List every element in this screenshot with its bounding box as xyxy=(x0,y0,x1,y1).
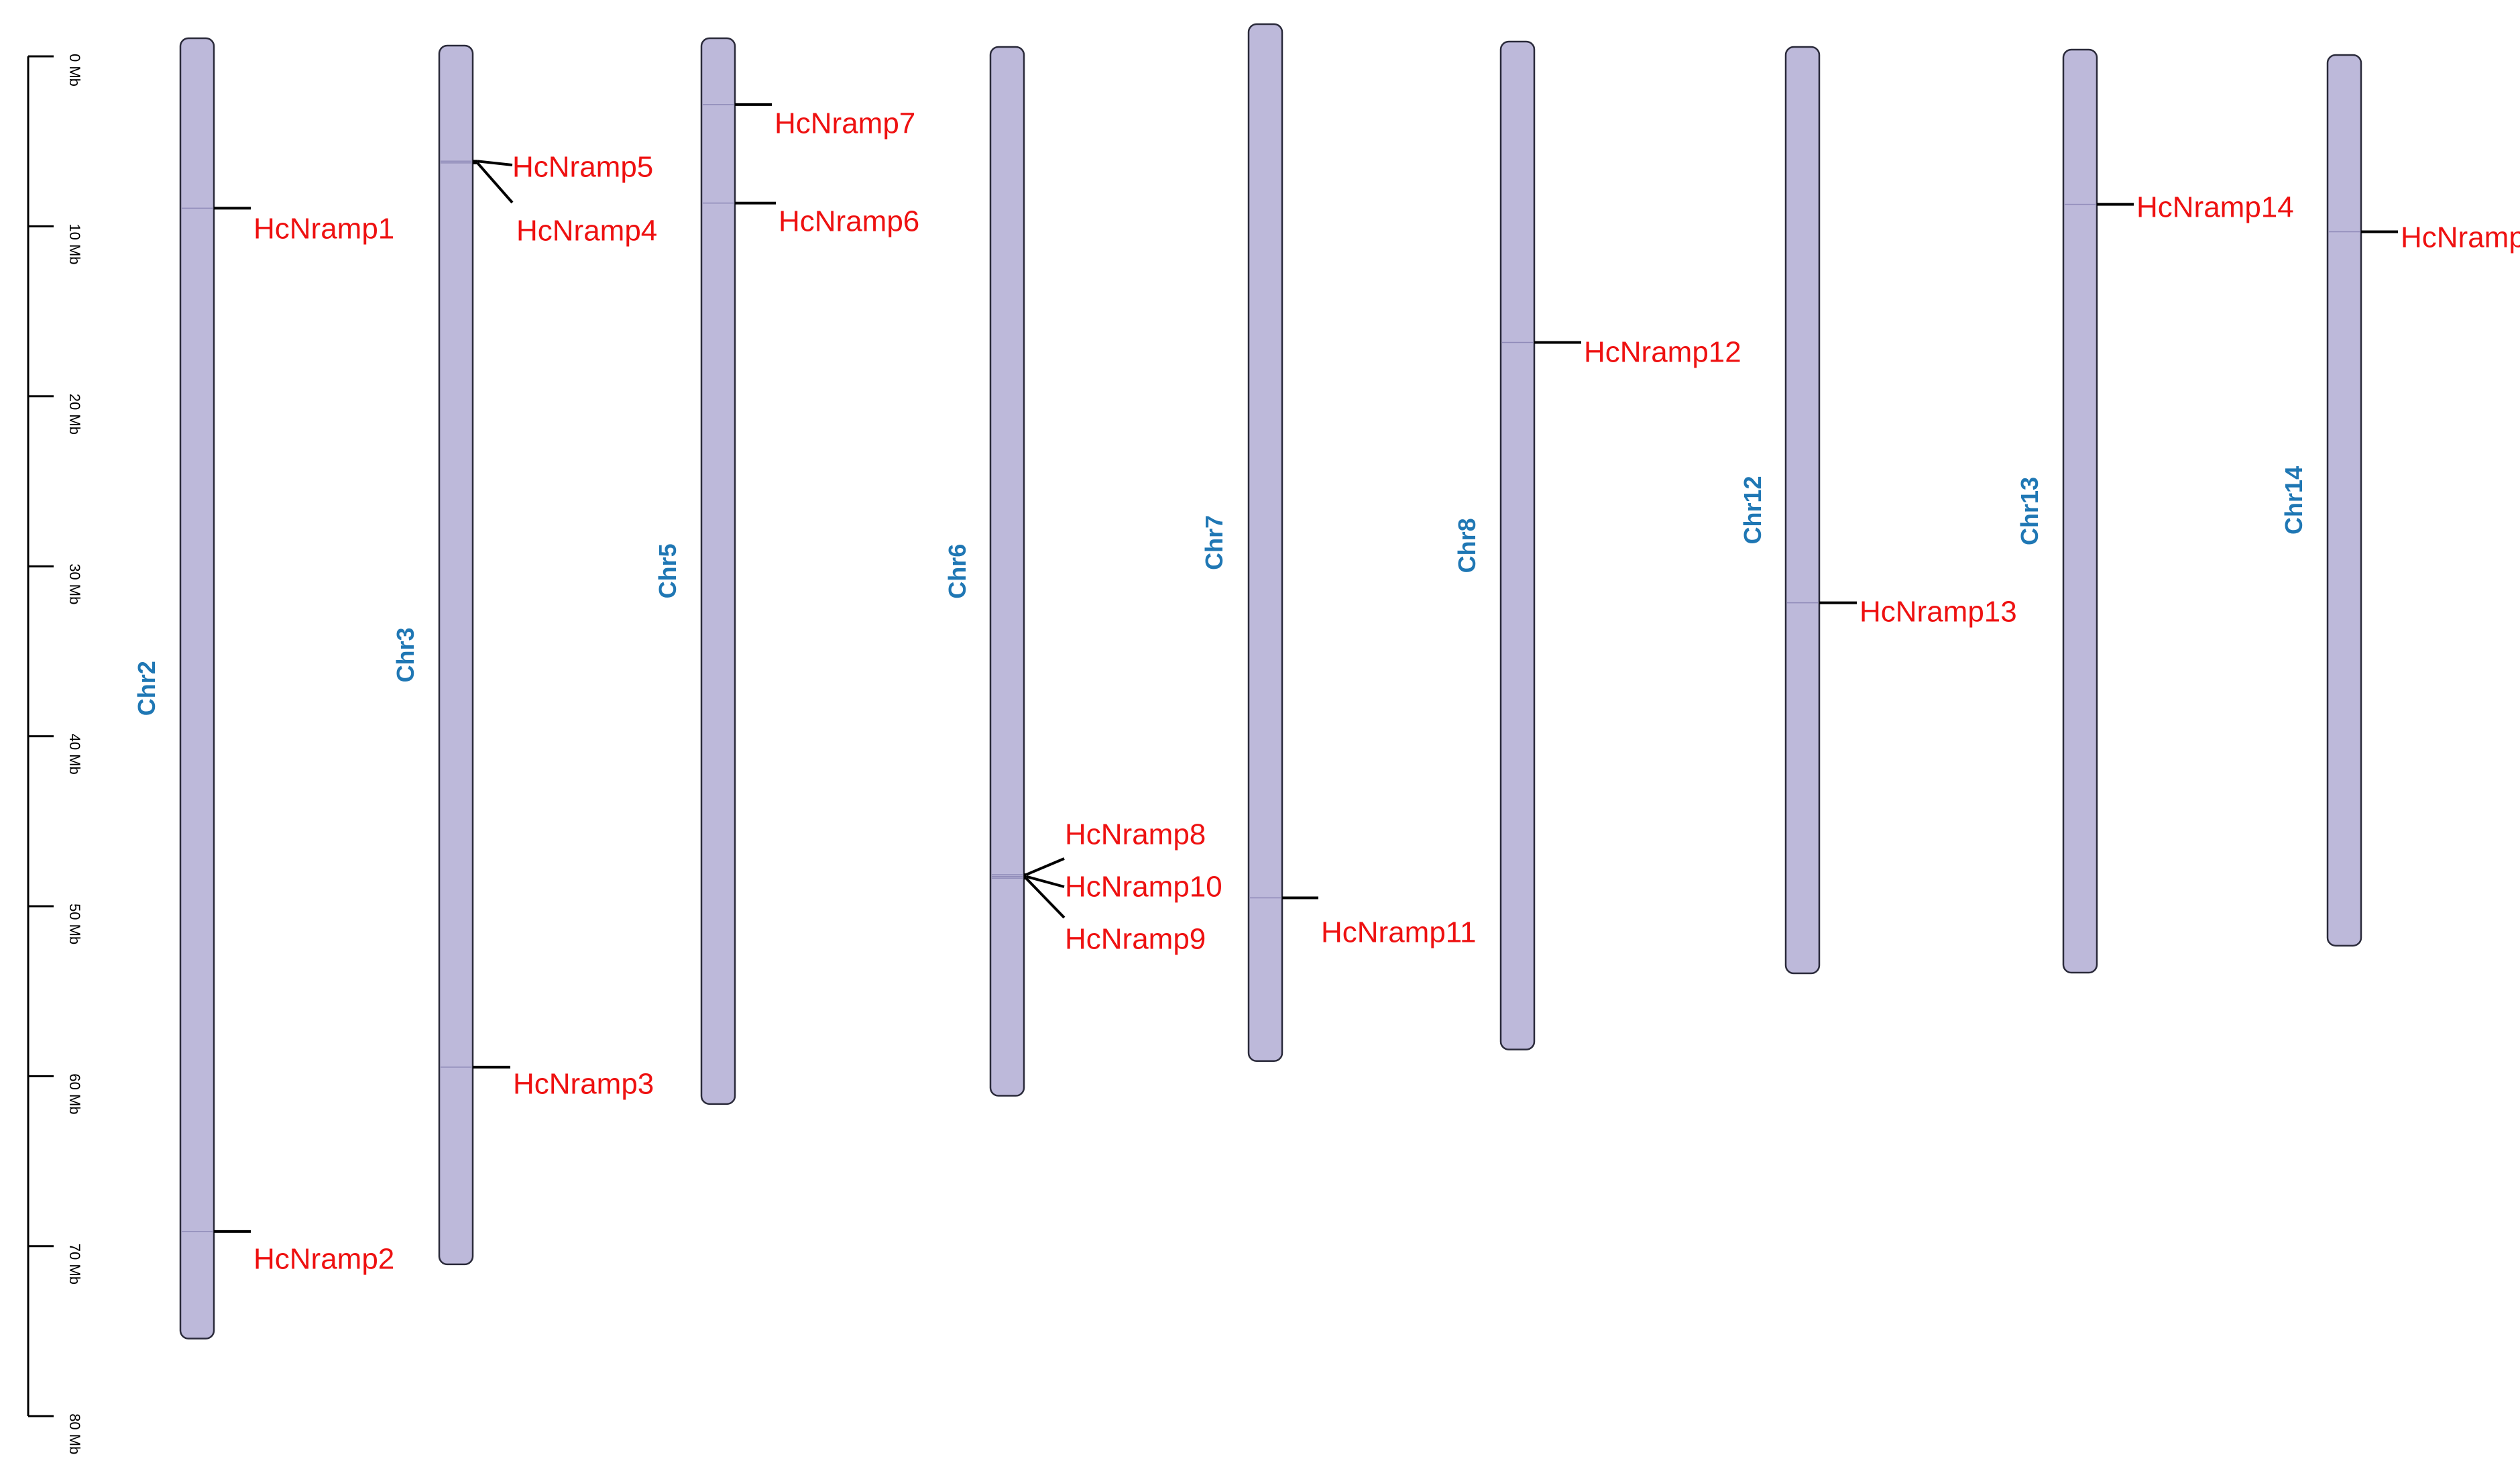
scale-tick-label: 20 Mb xyxy=(66,394,83,435)
gene-label: HcNramp5 xyxy=(512,151,653,184)
chromosome-label: Chr5 xyxy=(654,543,681,598)
scale-tick-label: 0 Mb xyxy=(66,54,83,87)
chromosome-bar xyxy=(438,44,474,1266)
gene-label: HcNramp12 xyxy=(1584,336,1741,369)
chromosome-chr8: Chr8 HcNramp12 xyxy=(1453,40,1741,1050)
gene-label: HcNramp9 xyxy=(1065,923,1206,956)
gene-connector-branch xyxy=(1025,857,1065,876)
gene-label: HcNramp8 xyxy=(1065,818,1206,851)
gene-label: HcNramp6 xyxy=(779,205,919,238)
gene-connector-branch xyxy=(476,162,514,204)
gene-label: HcNramp14 xyxy=(2136,191,2294,224)
gene-label: HcNramp2 xyxy=(253,1243,394,1276)
scale-tick-label: 60 Mb xyxy=(66,1073,83,1114)
chromosome-label: Chr7 xyxy=(1200,515,1228,570)
mb-scale: 0 Mb 10 Mb 20 Mb 30 Mb 40 Mb 50 Mb 60 Mb 70 Mb 8… xyxy=(27,54,83,1454)
gene-connector-branch xyxy=(1025,875,1065,888)
chromosome-label: Chr14 xyxy=(2280,466,2307,535)
chromosome-label: Chr6 xyxy=(943,544,971,599)
scale-tick-label: 80 Mb xyxy=(66,1413,83,1454)
chromosome-bar xyxy=(2326,54,2362,947)
gene-label: HcNramp10 xyxy=(1065,871,1222,904)
scale-tick-label: 50 Mb xyxy=(66,904,83,944)
chromosome-label: Chr2 xyxy=(133,661,160,716)
chromosome-label: Chr13 xyxy=(2016,477,2043,545)
gene-label: HcNramp13 xyxy=(1859,596,2017,629)
chromosome-bar xyxy=(179,37,215,1340)
gene-label: HcNramp3 xyxy=(513,1068,654,1101)
chromosome-bar xyxy=(989,46,1025,1097)
chromosome-bar xyxy=(1784,46,1821,975)
chromosome-bar xyxy=(1499,40,1536,1050)
chromosome-label: Chr3 xyxy=(392,627,419,682)
chromosome-bar xyxy=(1247,23,1283,1062)
chromosome-bar xyxy=(2062,48,2098,974)
chromosome-label: Chr12 xyxy=(1739,476,1766,544)
gene-connector-branch xyxy=(477,160,513,166)
chromosome-chr13: Chr13 HcNramp14 xyxy=(2016,48,2294,974)
chromosome-chr14: Chr14 HcNramp15 xyxy=(2280,54,2520,947)
gene-label: HcNramp7 xyxy=(775,107,915,140)
scale-tick-label: 70 Mb xyxy=(66,1244,83,1285)
scale-tick-label: 10 Mb xyxy=(66,223,83,264)
gene-label: HcNramp4 xyxy=(516,215,657,248)
gene-connector-branch xyxy=(1025,877,1066,919)
gene-label: HcNramp1 xyxy=(253,213,394,246)
scale-tick-label: 40 Mb xyxy=(66,734,83,775)
gene-label: HcNramp15 xyxy=(2401,221,2520,254)
chromosome-label: Chr8 xyxy=(1453,518,1481,573)
gene-label: HcNramp11 xyxy=(1321,916,1476,949)
scale-tick-label: 30 Mb xyxy=(66,563,83,604)
chromosome-bar xyxy=(700,37,736,1105)
